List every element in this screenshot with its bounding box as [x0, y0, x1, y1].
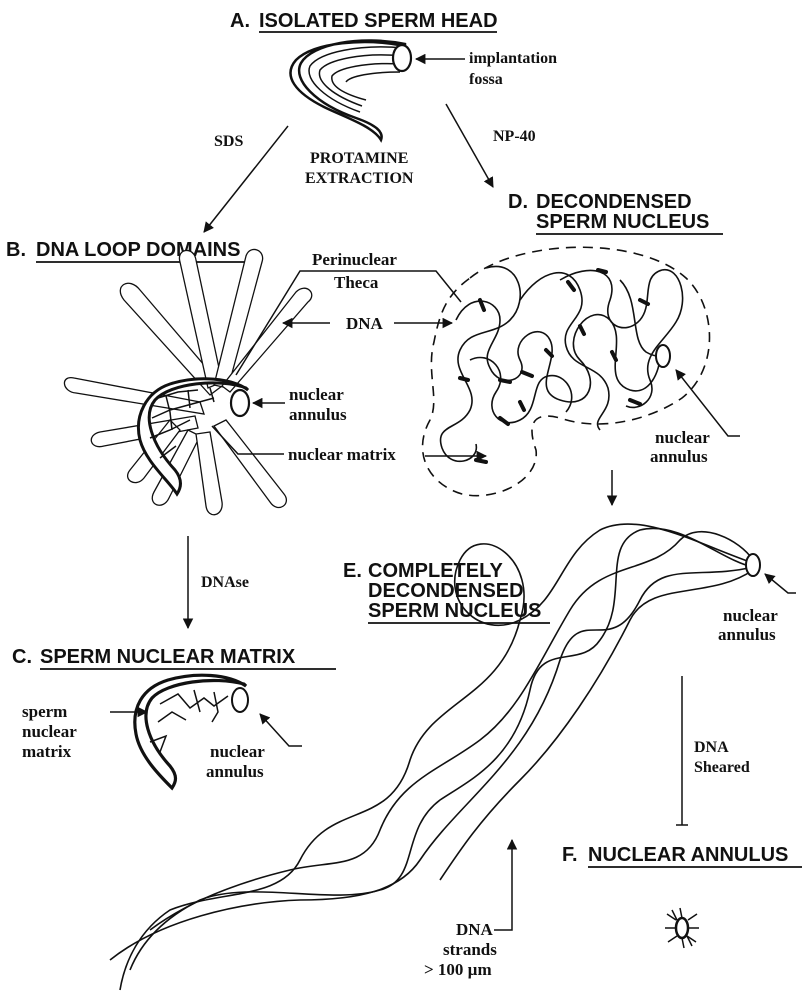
c-annulus-label-2: annulus: [206, 762, 264, 781]
panel-e-title-3: SPERM NUCLEUS: [368, 600, 541, 622]
panel-d-letter: D.: [508, 191, 528, 213]
sheared-label-1: DNA: [694, 739, 729, 756]
implantation-label-1: implantation: [469, 50, 557, 67]
dna-strand-3: [520, 273, 609, 430]
panel-e-letter: E.: [343, 560, 362, 582]
strands-label-2: strands: [443, 940, 497, 959]
strands-label-3: > 100 µm: [424, 960, 492, 979]
perinuclear-label-2: Theca: [334, 273, 379, 292]
perinuclear-label-1: Perinuclear: [312, 250, 397, 269]
panel-d-title-1: DECONDENSED: [536, 191, 692, 213]
dna-strand-4: [560, 270, 683, 408]
np40-arrow: [446, 104, 493, 187]
b-annulus-label-1: nuclear: [289, 385, 344, 404]
d-annulus-arrow: [676, 370, 740, 436]
dnase-label: DNAse: [201, 574, 249, 591]
c-annulus-arrow: [260, 714, 302, 746]
panel-f: F. NUCLEAR ANNULUS: [562, 844, 802, 948]
d-annulus-shape: [656, 345, 670, 367]
e-annulus-label-1: nuclear: [723, 606, 778, 625]
panel-b-letter: B.: [6, 239, 26, 261]
perinuclear-leader-right: [418, 271, 461, 302]
sheared-label-2: Sheared: [694, 759, 750, 776]
c-matrix-label-3: matrix: [22, 742, 72, 761]
panel-f-letter: F.: [562, 844, 578, 866]
np40-label: NP-40: [493, 128, 536, 145]
protamine-label-2: EXTRACTION: [305, 170, 414, 187]
panel-b-title: DNA LOOP DOMAINS: [36, 239, 240, 261]
strands-arrow: [494, 840, 512, 930]
dna-strand-5: [470, 358, 572, 423]
d-annulus-label-1: nuclear: [655, 428, 710, 447]
sds-label: SDS: [214, 133, 243, 150]
panel-f-title: NUCLEAR ANNULUS: [588, 844, 788, 866]
panel-a-title: ISOLATED SPERM HEAD: [259, 10, 498, 32]
d-annulus-label-2: annulus: [650, 447, 708, 466]
dna-strand-2: [440, 266, 520, 461]
e-annulus-label-2: annulus: [718, 625, 776, 644]
c-matrix-label-1: sperm: [22, 702, 67, 721]
b-matrix-label: nuclear matrix: [288, 445, 396, 464]
e-annulus-arrow: [765, 574, 796, 593]
panel-d-title-2: SPERM NUCLEUS: [536, 211, 709, 233]
isolated-annulus-shape: [665, 908, 699, 948]
panel-a: A. ISOLATED SPERM HEAD implantation foss…: [230, 10, 557, 140]
c-annulus-label-1: nuclear: [210, 742, 265, 761]
implantation-label-2: fossa: [469, 71, 503, 88]
protamine-label-1: PROTAMINE: [310, 150, 408, 167]
dna-strand-1: [456, 301, 660, 402]
panel-e-title-2: DECONDENSED: [368, 580, 524, 602]
panel-a-letter: A.: [230, 10, 250, 32]
b-annulus-label-2: annulus: [289, 405, 347, 424]
c-matrix-label-2: nuclear: [22, 722, 77, 741]
panel-e-title-1: COMPLETELY: [368, 560, 503, 582]
sperm-head-shape: [291, 40, 411, 140]
panel-c-letter: C.: [12, 646, 32, 668]
panel-c-title: SPERM NUCLEAR MATRIX: [40, 646, 296, 668]
e-annulus-shape: [746, 554, 760, 576]
dna-label: DNA: [346, 314, 384, 333]
panel-d: D. DECONDENSED SPERM NUCLEUS nuclear ann…: [423, 191, 740, 496]
panel-b: B. DNA LOOP DOMAINS nuclear annulus Peri…: [6, 239, 486, 515]
strands-label-1: DNA: [456, 920, 494, 939]
panel-c: C. SPERM NUCLEAR MATRIX sperm nuclear ma…: [12, 646, 336, 788]
